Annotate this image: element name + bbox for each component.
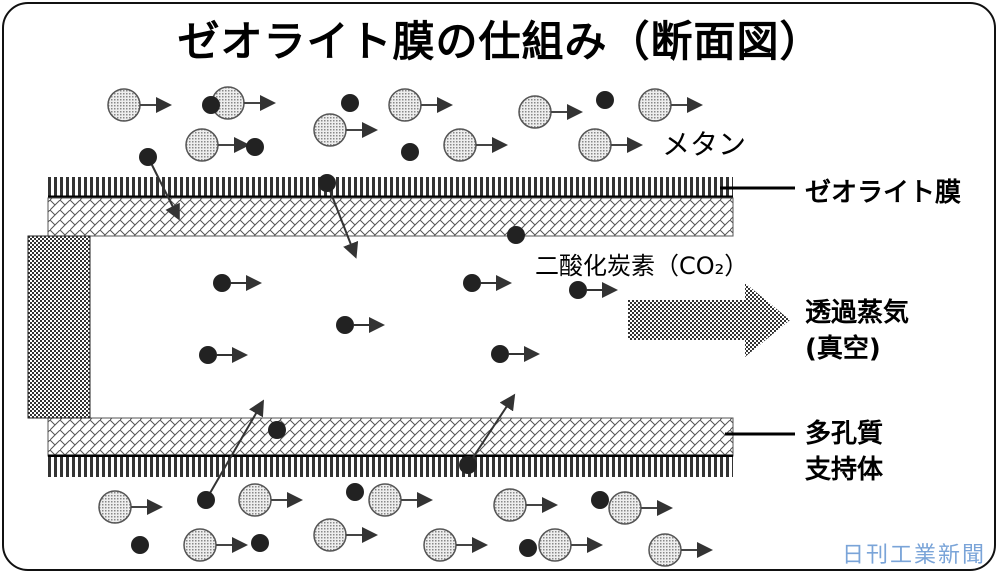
methane-molecule (107, 88, 172, 122)
zeolite-layer-bottom (48, 457, 733, 477)
zeolite-layer-top (48, 177, 733, 197)
porous-support-bottom (47, 417, 734, 457)
methane-molecule (183, 528, 248, 562)
co2-molecule (197, 491, 215, 509)
methane-molecule (313, 518, 378, 552)
methane-molecule (313, 113, 378, 147)
methane-molecule (648, 533, 713, 567)
co2-molecule (596, 91, 614, 109)
zeolite-membrane-label: ゼオライト膜 (805, 178, 962, 208)
co2-molecule (336, 316, 385, 334)
methane-molecule (388, 88, 453, 122)
co2-molecule (569, 281, 618, 299)
support-label-line2: 支持体 (805, 455, 884, 485)
methane-molecule (578, 128, 643, 162)
co2-molecule (318, 174, 336, 192)
co2-molecule (139, 148, 157, 166)
methane-molecule (423, 528, 488, 562)
co2-label: 二酸化炭素（CO₂） (535, 252, 749, 280)
page-title: ゼオライト膜の仕組み（断面図） (177, 17, 823, 66)
methane-molecule (98, 490, 163, 524)
co2-molecule (591, 491, 609, 509)
methane-molecule (518, 95, 583, 129)
co2-molecule (202, 96, 220, 114)
methane-molecule (185, 128, 250, 162)
co2-molecule (213, 274, 262, 292)
permeate-flow-arrow (628, 283, 790, 357)
methane-molecule (638, 88, 703, 122)
co2-molecule (131, 536, 149, 554)
permeate-label-line1: 透過蒸気 (805, 298, 910, 328)
methane-molecule (538, 528, 603, 562)
porous-support-top (47, 197, 734, 237)
publisher-credit: 日刊工業新聞 (841, 543, 986, 568)
co2-molecule (199, 346, 248, 364)
methane-label: メタン (662, 128, 747, 161)
co2-molecule (246, 138, 264, 156)
co2-molecule (491, 345, 540, 363)
methane-molecule (493, 488, 558, 522)
methane-molecule (608, 491, 673, 525)
co2-molecule (268, 421, 286, 439)
methane-molecule (368, 483, 433, 517)
co2-molecule (463, 274, 512, 292)
co2-molecule (401, 143, 419, 161)
methane-molecule (211, 86, 276, 120)
permeate-label-line2: (真空) (805, 334, 881, 364)
end-cap (27, 235, 91, 419)
co2-molecule (346, 483, 364, 501)
co2-molecule (341, 94, 359, 112)
co2-molecule (519, 539, 537, 557)
support-label-line1: 多孔質 (805, 419, 884, 449)
co2-molecule (251, 534, 269, 552)
co2-molecule (507, 226, 525, 244)
methane-molecule (238, 483, 303, 517)
co2-molecule (459, 456, 477, 474)
methane-molecule (443, 128, 508, 162)
